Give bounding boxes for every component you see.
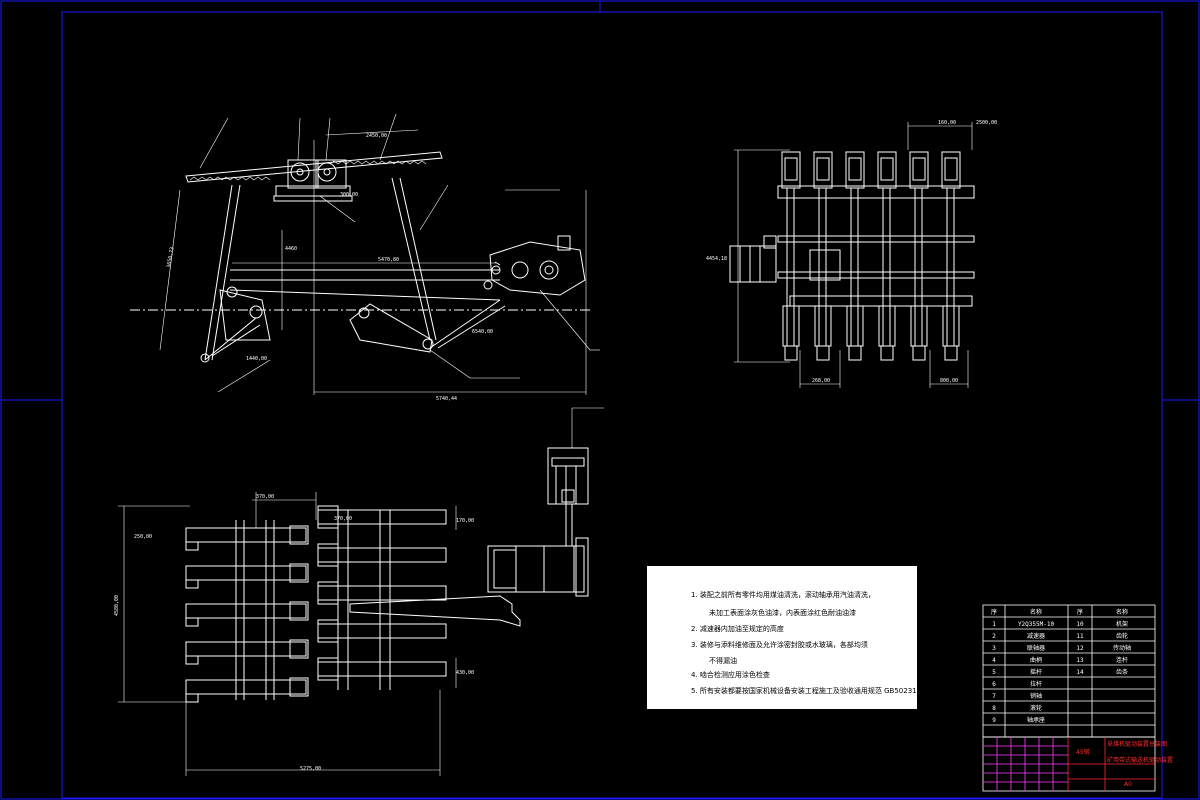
dim-label-base: 300,00 xyxy=(340,192,358,198)
table-cell: 机架 xyxy=(1116,620,1128,628)
table-header-cell: 序 xyxy=(1077,608,1083,616)
table-cell: 齿条 xyxy=(1116,668,1128,676)
plan-view xyxy=(118,407,604,776)
chain-row xyxy=(185,581,447,627)
dim-label-chain-width: 250,00 xyxy=(134,534,152,540)
dim-label-link: 6540,00 xyxy=(472,329,493,335)
drive-head xyxy=(941,151,961,361)
linkage-elevation-view xyxy=(130,113,600,395)
table-cell: 3 xyxy=(992,645,996,652)
table-cell: 4 xyxy=(992,657,996,664)
drive-head xyxy=(781,151,801,361)
dim-label-rack: 2450,00 xyxy=(366,133,387,139)
dim-label-bottom-right: 800,00 xyxy=(940,378,958,384)
table-cell: 14 xyxy=(1076,669,1084,676)
parts-table xyxy=(982,604,1156,738)
chain-row xyxy=(185,619,447,665)
table-header-cell: 序 xyxy=(991,608,997,616)
table-cell: 销轴 xyxy=(1030,692,1042,700)
note-3-continued: 不得漏油 xyxy=(709,657,737,665)
table-cell: 曲柄 xyxy=(1030,656,1042,664)
table-cell: 拉杆 xyxy=(1030,680,1042,688)
title-block-text: 45钢 采煤机驱动装置总装图 矿用带式输送机驱动装置 A0 xyxy=(1076,740,1173,788)
note-1-continued: 未加工表面涂灰色油漆，内表面涂红色耐油油漆 xyxy=(709,609,856,617)
dim-label-plan-height: 4580,00 xyxy=(114,595,120,616)
title-block xyxy=(982,736,1156,792)
table-cell: 7 xyxy=(992,693,996,700)
dim-label-bottom-left: 268,00 xyxy=(812,378,830,384)
table-header-cell: 名称 xyxy=(1030,608,1042,616)
side-view-dimension-labels: 160,00 2500,00 4454,18 268,00 800,00 xyxy=(706,120,997,384)
table-cell: 传动轴 xyxy=(1113,644,1131,652)
table-cell: 6 xyxy=(992,681,996,688)
dim-label-pitch: 160,00 xyxy=(938,120,956,126)
note-2: 2. 减速器内加油至规定的高度 xyxy=(691,625,784,633)
dim-label-overall: 5740,44 xyxy=(436,396,457,402)
dim-label-arm: 1440,00 xyxy=(246,356,267,362)
table-cell: 2 xyxy=(992,633,996,640)
dim-label-total-height: 4454,18 xyxy=(706,256,727,262)
drive-unit-side-view xyxy=(729,122,975,388)
dim-label-rod: 3650,73 xyxy=(166,247,176,269)
table-cell: 滚轮 xyxy=(1030,704,1042,712)
dim-label-height: 4460 xyxy=(285,246,297,252)
note-4: 4. 啮合检测应用涂色检查 xyxy=(691,671,770,679)
table-header-cell: 名称 xyxy=(1116,608,1128,616)
drive-head xyxy=(813,151,833,361)
drive-head xyxy=(877,151,897,361)
dim-label-width: 2500,00 xyxy=(976,120,997,126)
dim-label-offset-a: 370,00 xyxy=(256,494,274,500)
table-cell: 齿轮 xyxy=(1116,632,1128,640)
material-label: 45钢 xyxy=(1076,748,1090,756)
note-5: 5. 所有安装都要按国家机械设备安装工程施工及验收通用规范 GB50231-9 xyxy=(691,687,924,695)
sheet-size: A0 xyxy=(1124,781,1132,788)
dim-label-beam: 5470,80 xyxy=(378,257,399,263)
table-cell: 摇杆 xyxy=(1030,668,1042,676)
table-cell: 连杆 xyxy=(1116,656,1128,664)
table-cell: 9 xyxy=(992,717,996,724)
table-cell: Y2Q355M-10 xyxy=(1018,621,1055,628)
dim-label-plan-length: 5275,00 xyxy=(300,766,321,772)
chain-row xyxy=(185,543,447,589)
drawing-title-line2: 矿用带式输送机驱动装置 xyxy=(1107,756,1173,764)
table-cell: 13 xyxy=(1076,657,1084,664)
table-cell: 联轴器 xyxy=(1027,644,1045,652)
table-cell: 1 xyxy=(992,621,996,628)
linkage-dimension-labels: 2450,00 5470,80 5740,44 3650,73 4460 300… xyxy=(166,133,493,402)
table-cell: 11 xyxy=(1076,633,1084,640)
parts-table-text: 序 名称 序 名称 1 Y2Q355M-10 10 机架 2 减速器 11 齿轮 3 联轴器 12 传动轴 4 曲… xyxy=(991,608,1131,724)
table-cell: 8 xyxy=(992,705,996,712)
dim-label-top-gap: 170,00 xyxy=(456,518,474,524)
table-cell: 5 xyxy=(992,669,996,676)
drive-head xyxy=(909,151,929,361)
dim-label-offset-b: 370,00 xyxy=(334,516,352,522)
table-cell: 12 xyxy=(1076,645,1084,652)
chain-row xyxy=(185,657,447,703)
drawing-title-line1: 采煤机驱动装置总装图 xyxy=(1107,740,1167,748)
drive-head xyxy=(845,151,865,361)
table-cell: 轴承座 xyxy=(1027,716,1045,724)
table-cell: 减速器 xyxy=(1027,632,1045,640)
plan-view-dimension-labels: 370,00 370,00 250,00 170,00 4580,00 5275… xyxy=(114,494,474,772)
dim-label-bottom-gap: 430,00 xyxy=(456,670,474,676)
note-1: 1. 装配之前所有零件均用煤油清洗，滚动轴承用汽油清洗， xyxy=(691,591,875,599)
note-3: 3. 装修与添料维修面及允许涂密封胶或水玻璃，各部均须 xyxy=(691,641,868,649)
table-cell: 10 xyxy=(1076,621,1084,628)
technical-requirements-panel: 1. 装配之前所有零件均用煤油清洗，滚动轴承用汽油清洗， 未加工表面涂灰色油漆，… xyxy=(647,566,924,709)
